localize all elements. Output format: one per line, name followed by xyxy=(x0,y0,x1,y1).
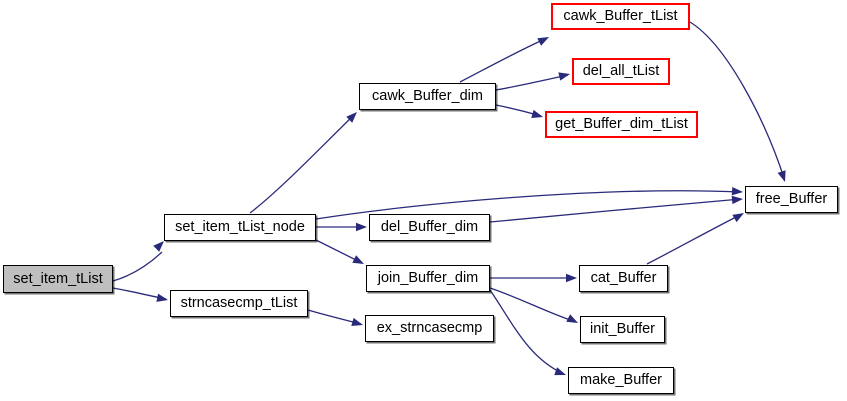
graph-node-cawk_Buffer_dim[interactable]: cawk_Buffer_dim xyxy=(359,83,496,110)
edge-cawk_Buffer_dim-to-del_all_tList xyxy=(495,74,569,91)
edge-set_item_tList_node-to-join_Buffer_dim xyxy=(315,239,363,264)
graph-node-label: cawk_Buffer_dim xyxy=(372,88,483,105)
graph-node-label: make_Buffer xyxy=(580,372,662,389)
edge-join_Buffer_dim-to-make_Buffer xyxy=(489,289,565,375)
graph-node-label: init_Buffer xyxy=(589,321,656,338)
edge-strncasecmp_tList-to-ex_strncasecmp xyxy=(307,309,362,325)
edge-set_item_tList_node-to-cawk_Buffer_dim xyxy=(249,113,356,214)
graph-node-label: strncasecmp_tList xyxy=(180,295,298,312)
arrowhead-set_item_tList-to-strncasecmp_tList xyxy=(156,293,168,302)
graph-node-label: free_Buffer xyxy=(755,191,828,208)
graph-node-join_Buffer_dim[interactable]: join_Buffer_dim xyxy=(366,265,490,292)
graph-node-init_Buffer[interactable]: init_Buffer xyxy=(580,316,665,343)
graph-node-label: ex_strncasecmp xyxy=(376,320,483,337)
graph-node-ex_strncasecmp[interactable]: ex_strncasecmp xyxy=(365,315,494,342)
graph-node-set_item_tList_node[interactable]: set_item_tList_node xyxy=(164,214,316,241)
graph-node-label: set_item_tList xyxy=(13,270,103,287)
arrowhead-set_item_tList_node-to-cawk_Buffer_dim xyxy=(346,112,357,123)
edge-cawk_Buffer_dim-to-cawk_Buffer_tList xyxy=(459,37,548,83)
arrowhead-join_Buffer_dim-to-init_Buffer xyxy=(566,314,578,323)
graph-node-label: del_all_tList xyxy=(582,63,660,80)
graph-node-make_Buffer[interactable]: make_Buffer xyxy=(568,367,674,394)
graph-node-del_Buffer_dim[interactable]: del_Buffer_dim xyxy=(369,214,490,241)
edge-set_item_tList-to-set_item_tList_node xyxy=(112,251,163,282)
graph-node-label: cat_Buffer xyxy=(590,270,657,287)
arrowhead-set_item_tList_node-to-del_Buffer_dim xyxy=(356,222,367,232)
arrowhead-join_Buffer_dim-to-make_Buffer xyxy=(554,367,566,376)
arrowhead-cawk_Buffer_dim-to-get_Buffer_dim_tList xyxy=(531,109,543,119)
edge-cawk_Buffer_dim-to-get_Buffer_dim_tList xyxy=(495,104,542,117)
graph-node-set_item_tList[interactable]: set_item_tList xyxy=(3,265,113,293)
graph-node-label: get_Buffer_dim_tList xyxy=(555,116,688,133)
edge-set_item_tList-to-strncasecmp_tList xyxy=(112,287,167,300)
arrowhead-cawk_Buffer_tList-to-free_Buffer xyxy=(777,170,786,182)
graph-node-strncasecmp_tList[interactable]: strncasecmp_tList xyxy=(170,290,308,317)
arrowhead-cawk_Buffer_dim-to-cawk_Buffer_tList xyxy=(537,37,549,46)
graph-node-free_Buffer[interactable]: free_Buffer xyxy=(745,186,838,213)
edge-cat_Buffer-to-free_Buffer xyxy=(646,213,743,265)
graph-node-label: set_item_tList_node xyxy=(175,219,305,236)
arrowhead-set_item_tList_node-to-join_Buffer_dim xyxy=(352,255,364,264)
edge-cawk_Buffer_tList-to-free_Buffer xyxy=(689,21,785,179)
arrowhead-cawk_Buffer_dim-to-del_all_tList xyxy=(558,72,570,81)
edge-del_Buffer_dim-to-free_Buffer xyxy=(489,198,742,223)
graph-node-cat_Buffer[interactable]: cat_Buffer xyxy=(579,265,668,292)
edge-join_Buffer_dim-to-init_Buffer xyxy=(489,287,577,323)
graph-node-del_all_tList[interactable]: del_all_tList xyxy=(572,58,670,85)
arrowhead-set_item_tList_node-to-free_Buffer xyxy=(731,187,743,196)
graph-node-get_Buffer_dim_tList[interactable]: get_Buffer_dim_tList xyxy=(545,111,698,138)
arrowhead-strncasecmp_tList-to-ex_strncasecmp xyxy=(351,317,363,327)
graph-node-label: cawk_Buffer_tList xyxy=(563,8,678,25)
graph-node-label: join_Buffer_dim xyxy=(377,270,479,287)
graph-node-cawk_Buffer_tList[interactable]: cawk_Buffer_tList xyxy=(551,3,690,30)
arrowhead-del_Buffer_dim-to-free_Buffer xyxy=(731,195,743,205)
graph-node-label: del_Buffer_dim xyxy=(380,219,479,236)
arrowhead-join_Buffer_dim-to-cat_Buffer xyxy=(566,273,577,283)
